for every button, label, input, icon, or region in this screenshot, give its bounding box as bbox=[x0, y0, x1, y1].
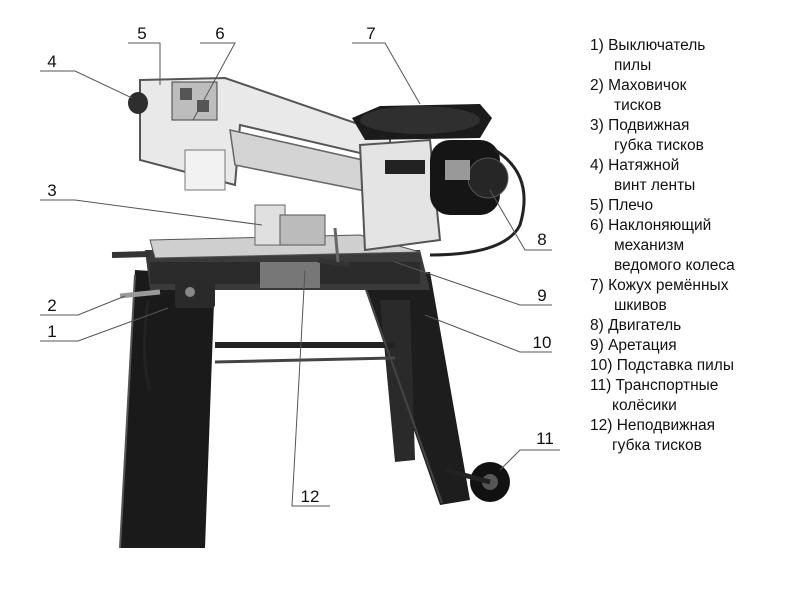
leader-line-6 bbox=[192, 42, 236, 121]
legend-item-1-title: 1) Выключатель bbox=[590, 37, 706, 54]
leader-line-12 bbox=[291, 269, 330, 507]
legend-item-4: 4) Натяжной винт ленты bbox=[590, 156, 795, 196]
legend-item-10: 10) Подставка пилы bbox=[590, 356, 795, 376]
legend-item-6-title: 6) Наклоняющий bbox=[590, 217, 712, 234]
leader-line-5 bbox=[128, 42, 161, 85]
legend-item-11-cont: колёсики bbox=[612, 397, 677, 414]
leader-line-10 bbox=[424, 314, 552, 353]
legend-item-4-cont: винт ленты bbox=[614, 177, 696, 194]
callout-11: 11 bbox=[536, 429, 554, 448]
legend-item-9: 9) Аретация bbox=[590, 336, 795, 356]
callout-9: 9 bbox=[537, 286, 546, 305]
legend-item-3-title: 3) Подвижная bbox=[590, 117, 690, 134]
legend-item-7-title: 7) Кожух ремённых bbox=[590, 277, 729, 294]
legend-item-8-title: 8) Двигатель bbox=[590, 317, 682, 334]
legend-item-3: 3) Подвижная губка тисков bbox=[590, 116, 795, 156]
legend-item-6: 6) Наклоняющий механизм ведомого колеса bbox=[590, 216, 795, 276]
callout-6: 6 bbox=[215, 24, 224, 43]
legend-item-7-cont: шкивов bbox=[614, 297, 667, 314]
callout-1: 1 bbox=[47, 322, 56, 341]
leader-line-8 bbox=[489, 189, 552, 251]
legend-item-2: 2) Маховичок тисков bbox=[590, 76, 795, 116]
stand-left-leg bbox=[120, 270, 215, 548]
callout-10: 10 bbox=[533, 333, 552, 352]
switch-box bbox=[175, 280, 215, 308]
leader-line-1 bbox=[40, 307, 169, 342]
legend-item-12-cont: губка тисков bbox=[612, 437, 702, 454]
legend-item-1: 1) Выключатель пилы bbox=[590, 36, 795, 76]
callout-12: 12 bbox=[301, 487, 320, 506]
callout-3: 3 bbox=[47, 181, 56, 200]
callout-5: 5 bbox=[137, 24, 146, 43]
legend-item-6-cont: механизм bbox=[614, 237, 685, 254]
leader-line-9 bbox=[394, 261, 552, 306]
callout-4: 4 bbox=[47, 52, 56, 71]
legend-item-5-title: 5) Плечо bbox=[590, 197, 654, 214]
leader-line-4 bbox=[40, 70, 133, 99]
parts-legend: 1) Выключатель пилы 2) Маховичок тисков … bbox=[590, 36, 795, 456]
legend-item-12-title: 12) Неподвижная bbox=[590, 417, 716, 434]
legend-item-3-cont: губка тисков bbox=[614, 137, 704, 154]
callout-7: 7 bbox=[366, 24, 375, 43]
leader-line-7 bbox=[352, 42, 421, 105]
leader-lines bbox=[40, 42, 560, 507]
leader-line-3 bbox=[40, 199, 263, 226]
legend-item-1-cont: пилы bbox=[614, 57, 652, 74]
legend-item-12: 12) Неподвижная губка тисков bbox=[590, 416, 795, 456]
band-saw-illustration bbox=[111, 76, 526, 549]
legend-item-5: 5) Плечо bbox=[590, 196, 795, 216]
legend-item-6-cont2: ведомого колеса bbox=[614, 257, 735, 274]
legend-item-11-title: 11) Транспортные bbox=[590, 377, 719, 394]
leader-line-2 bbox=[40, 295, 126, 316]
callout-8: 8 bbox=[537, 230, 546, 249]
legend-item-7: 7) Кожух ремённых шкивов bbox=[590, 276, 795, 316]
tilt-plate bbox=[171, 81, 218, 121]
legend-item-2-title: 2) Маховичок bbox=[590, 77, 687, 94]
legend-item-2-cont: тисков bbox=[614, 97, 662, 114]
leader-line-11 bbox=[499, 449, 560, 471]
callout-labels: 1 2 3 4 5 6 7 8 9 10 11 12 bbox=[47, 24, 554, 506]
legend-item-9-title: 9) Аретация bbox=[590, 337, 677, 354]
legend-item-10-title: 10) Подставка пилы bbox=[590, 357, 734, 374]
legend-item-8: 8) Двигатель bbox=[590, 316, 795, 336]
legend-item-11: 11) Транспортные колёсики bbox=[590, 376, 795, 416]
stand-rear-leg bbox=[380, 300, 415, 462]
legend-item-4-title: 4) Натяжной bbox=[590, 157, 680, 174]
callout-2: 2 bbox=[47, 296, 56, 315]
tension-knob bbox=[128, 92, 148, 114]
